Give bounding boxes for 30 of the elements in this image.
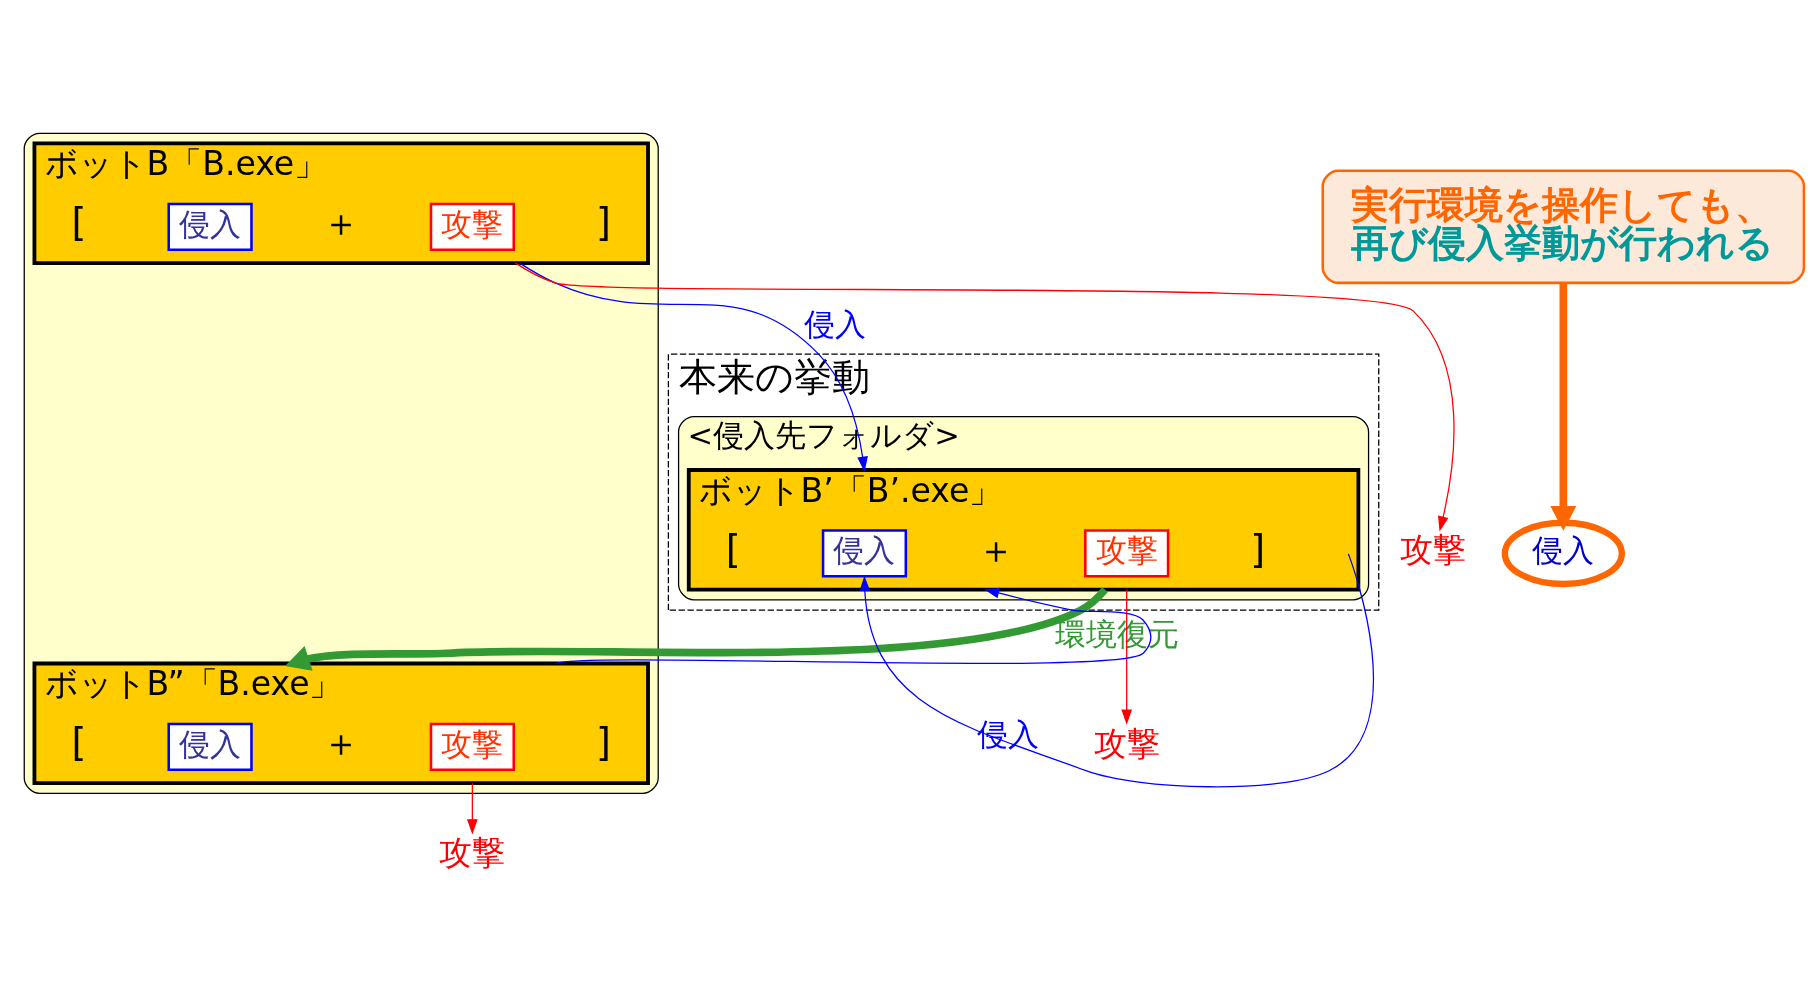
label: [ [71,721,87,766]
label: ＋ [976,527,1015,572]
arrow [467,782,478,835]
label: ＋ [322,201,361,246]
edge-label: 侵入 [803,307,866,343]
node-text: 攻撃 [1400,530,1467,570]
node-ellipse: 侵入 [1501,519,1625,588]
node-box: 実行環境を操作しても、 再び侵入挙動が行われる [1321,169,1806,285]
arrow [554,587,1152,665]
arrow [519,262,868,472]
arrow [1550,283,1577,531]
label: ] [1250,527,1266,572]
node-box: 攻撃 [1084,529,1170,578]
label: ＋ [322,721,361,766]
node-box: 攻撃 [429,722,515,772]
arrow [514,262,1455,532]
cluster [23,132,659,794]
arrow [859,553,1375,788]
label: [ [725,527,741,572]
arrow [1121,589,1133,725]
node-text: 攻撃 [439,833,506,873]
node-text: 攻撃 [1093,723,1160,763]
node-box: 侵入 [167,722,253,772]
label: [ [71,201,87,246]
arrow [285,587,1108,671]
node-box: 侵入 [821,529,908,578]
label: ] [596,721,611,766]
node-box: 攻撃 [429,202,515,252]
node-box: 侵入 [167,202,253,252]
label: ] [596,201,611,246]
